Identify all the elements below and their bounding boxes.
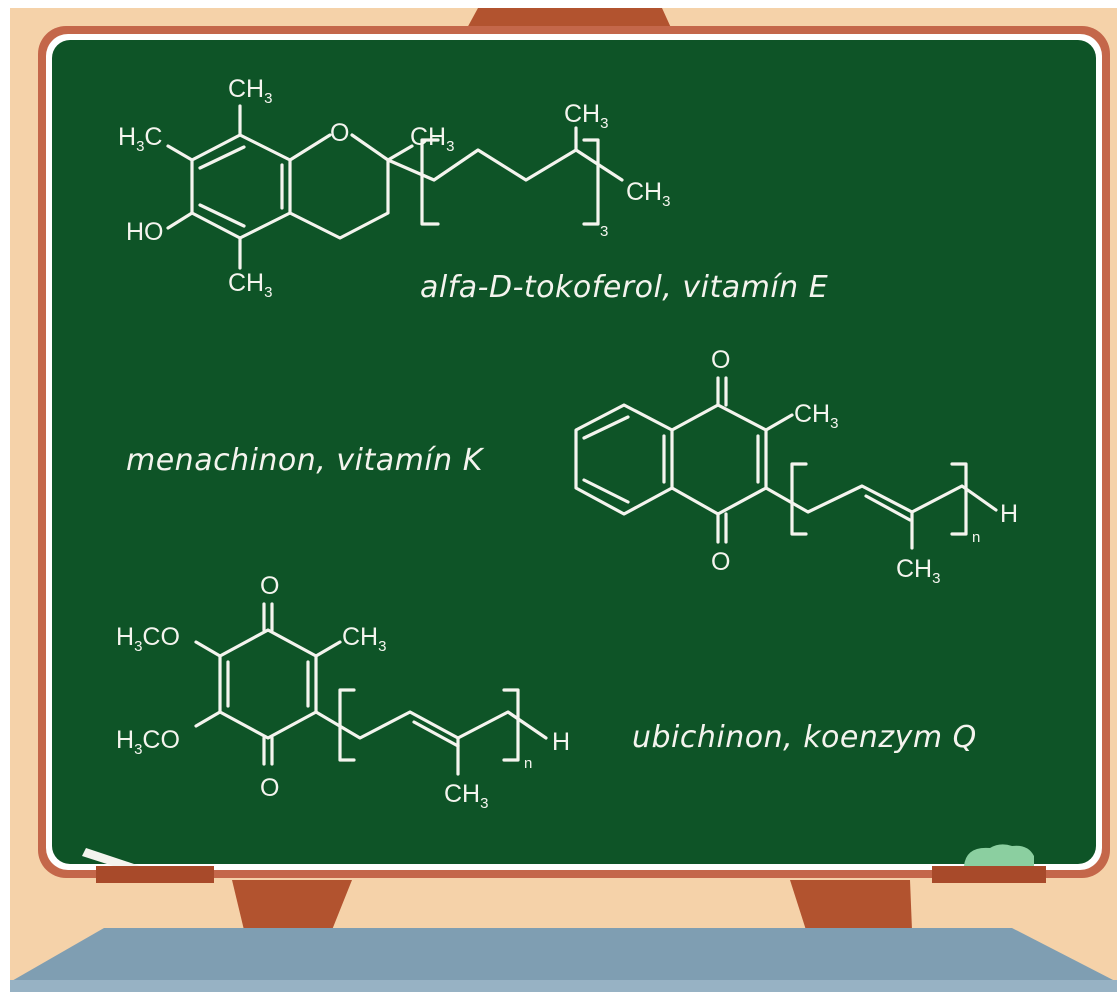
atom-o-bottom: O xyxy=(260,774,279,802)
ubiquinone-atom-labels: O O H3CO H3CO CH3 CH3 H n xyxy=(116,572,570,812)
atom-h-end: H xyxy=(552,728,570,756)
repeat-count-n: n xyxy=(524,755,532,772)
atom-ch3-end: CH3 xyxy=(626,178,670,210)
easel-top-bracket xyxy=(466,8,672,30)
atom-ch3-ring: CH3 xyxy=(794,400,838,432)
label-ubiquinone: ubichinon, koenzym Q xyxy=(632,720,977,755)
atom-ch3-top: CH3 xyxy=(228,75,272,107)
atom-ch3-quat: CH3 xyxy=(410,123,454,155)
easel-left-leg xyxy=(232,880,352,930)
atom-h3co-top: H3CO xyxy=(116,623,180,655)
atom-ho: HO xyxy=(126,218,164,246)
atom-o-bottom: O xyxy=(711,548,730,576)
repeat-count-3: 3 xyxy=(600,223,608,240)
board-clip-right xyxy=(932,866,1046,883)
tocopherol-atom-labels: CH3 H3C HO CH3 O CH3 CH3 CH3 3 xyxy=(118,75,670,301)
eraser-smudge xyxy=(964,844,1034,866)
atom-ch3-chain: CH3 xyxy=(896,555,940,587)
atom-ch3-ring: CH3 xyxy=(342,623,386,655)
menaquinone-atom-labels: O O CH3 CH3 H n xyxy=(711,346,1018,587)
menaquinone-structure xyxy=(574,376,998,550)
atom-o-top: O xyxy=(260,572,279,600)
atom-h3co-bottom: H3CO xyxy=(116,726,180,758)
easel-right-leg xyxy=(790,880,912,930)
atom-ch3-branch: CH3 xyxy=(564,100,608,132)
label-tocopherol: alfa-D-tokoferol, vitamín E xyxy=(420,270,829,305)
atom-ch3-chain: CH3 xyxy=(444,780,488,812)
board-surface xyxy=(52,40,1096,864)
atom-o-top: O xyxy=(711,346,730,374)
board-clip-left xyxy=(96,866,214,883)
label-menaquinone: menachinon, vitamín K xyxy=(126,443,483,478)
ubiquinone-structure xyxy=(194,602,548,776)
atom-ch3-bottom: CH3 xyxy=(228,269,272,301)
repeat-count-n: n xyxy=(972,529,980,546)
atom-o-ring: O xyxy=(330,119,349,147)
atom-h-end: H xyxy=(1000,500,1018,528)
tocopherol-structure xyxy=(166,104,624,270)
board-tray xyxy=(10,928,1117,992)
atom-h3c: H3C xyxy=(118,123,162,155)
